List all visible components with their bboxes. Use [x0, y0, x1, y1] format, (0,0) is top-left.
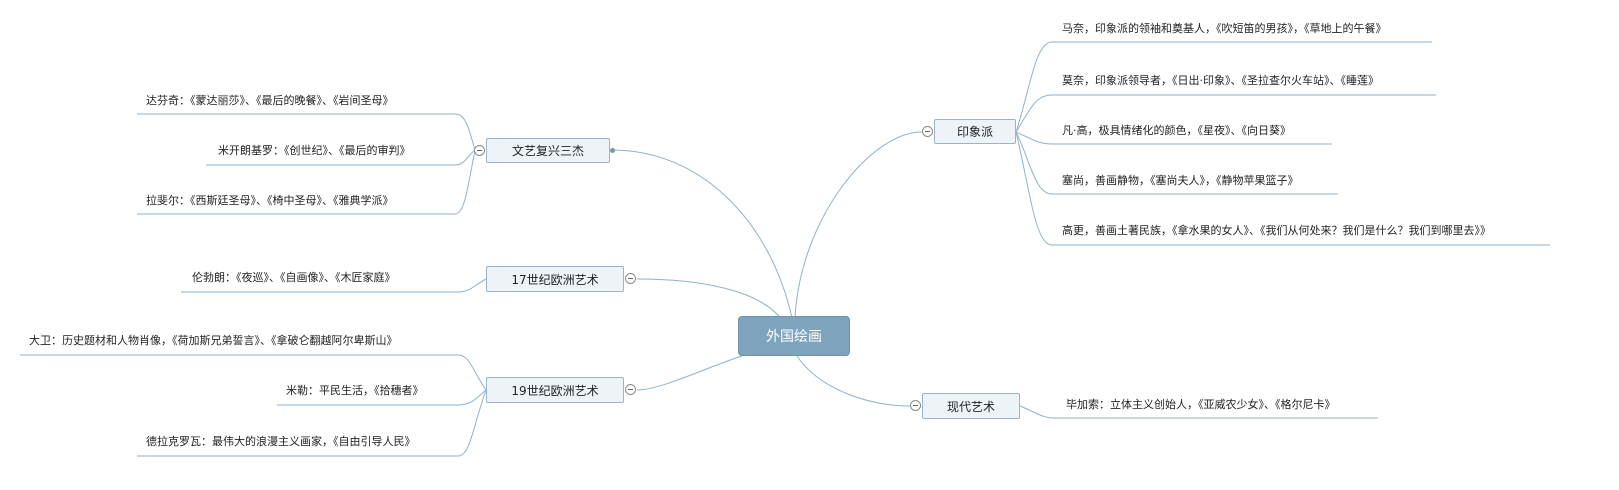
root-label: 外国绘画 — [766, 329, 822, 345]
branch-c19[interactable]: 19世纪欧洲艺术 — [486, 377, 624, 403]
connector-impressionism-leaf2 — [1015, 94, 1053, 133]
connector-root-impressionism — [794, 131, 923, 319]
branch-impressionism[interactable]: 印象派 — [934, 119, 1016, 144]
leaf-impressionism-1: 马奈，印象派的领袖和奠基人，《吹短笛的男孩》，《草地上的午餐》 — [1062, 22, 1387, 35]
branch-c17[interactable]: 17世纪欧洲艺术 — [486, 266, 624, 292]
leaf-impressionism-2: 莫奈，印象派领导者，《日出·印象》、《圣拉查尔火车站》、《睡莲》 — [1062, 74, 1379, 87]
collapse-impressionism-icon[interactable] — [922, 126, 933, 137]
collapse-renaissance-icon[interactable] — [474, 145, 485, 156]
leaf-renaissance-2: 米开朗基罗：《创世纪》、《最后的审判》 — [218, 144, 411, 157]
connector-impressionism-leaf1 — [1015, 41, 1053, 133]
leaf-renaissance-3: 拉斐尔：《西斯廷圣母》、《椅中圣母》、《雅典学派》 — [146, 194, 394, 207]
leaf-c19-1: 大卫：历史题材和人物肖像，《荷加斯兄弟誓言》、《拿破仑翻越阿尔卑斯山》 — [29, 334, 398, 347]
branch-renaissance-label: 文艺复兴三杰 — [511, 144, 584, 158]
branch-c19-label: 19世纪欧洲艺术 — [511, 383, 599, 398]
branch-modern-label: 现代艺术 — [946, 399, 995, 414]
connector-root-modern — [796, 355, 911, 407]
connector-c17-leaf1 — [457, 278, 487, 293]
branch-modern[interactable]: 现代艺术 — [922, 393, 1020, 419]
connector-root-renaissance — [611, 149, 793, 319]
connector-modern-leaf1 — [1019, 405, 1056, 419]
connector-renaissance-leaf1 — [454, 113, 476, 151]
connector-dot-icon — [610, 148, 615, 153]
leaf-impressionism-4: 塞尚，善画静物，《塞尚夫人》，《静物苹果篮子》 — [1062, 174, 1299, 187]
connector-c19-leaf1 — [457, 354, 487, 391]
connector-renaissance-leaf2 — [454, 149, 476, 166]
connector-c19-leaf3 — [457, 389, 487, 457]
leaf-impressionism-3: 凡·高，极具情绪化的颜色，《星夜》、《向日葵》 — [1062, 124, 1291, 137]
connector-c19-leaf2 — [457, 389, 487, 406]
connector-impressionism-leaf5 — [1015, 131, 1053, 246]
connector-impressionism-leaf3 — [1015, 131, 1053, 145]
leaf-c17-1: 伦勃朗：《夜巡》、《自画像》、《木匠家庭》 — [192, 271, 396, 284]
leaf-c19-3: 德拉克罗瓦：最伟大的浪漫主义画家，《自由引导人民》 — [146, 435, 416, 448]
leaf-impressionism-5: 高更，善画土著民族，《拿水果的女人》、《我们从何处来？我们是什么？我们到哪里去》… — [1062, 224, 1491, 237]
leaf-modern-1: 毕加索：立体主义创始人，《亚威农少女》、《格尔尼卡》 — [1066, 398, 1336, 411]
connector-renaissance-leaf3 — [454, 149, 476, 215]
connector-root-c19 — [636, 355, 743, 391]
collapse-c19-icon[interactable] — [625, 384, 636, 395]
branch-c17-label: 17世纪欧洲艺术 — [511, 272, 599, 287]
branch-renaissance[interactable]: 文艺复兴三杰 — [486, 138, 610, 163]
collapse-c17-icon[interactable] — [625, 273, 636, 284]
leaf-c19-2: 米勒：平民生活，《拾穗者》 — [286, 384, 424, 397]
collapse-modern-icon[interactable] — [910, 400, 921, 411]
leaf-renaissance-1: 达芬奇：《蒙达丽莎》、《最后的晚餐》、《岩间圣母》 — [146, 94, 394, 107]
connector-impressionism-leaf4 — [1015, 131, 1053, 195]
root-node[interactable]: 外国绘画 — [738, 316, 850, 356]
connector-root-c17 — [636, 278, 783, 321]
branch-impressionism-label: 印象派 — [956, 125, 993, 139]
